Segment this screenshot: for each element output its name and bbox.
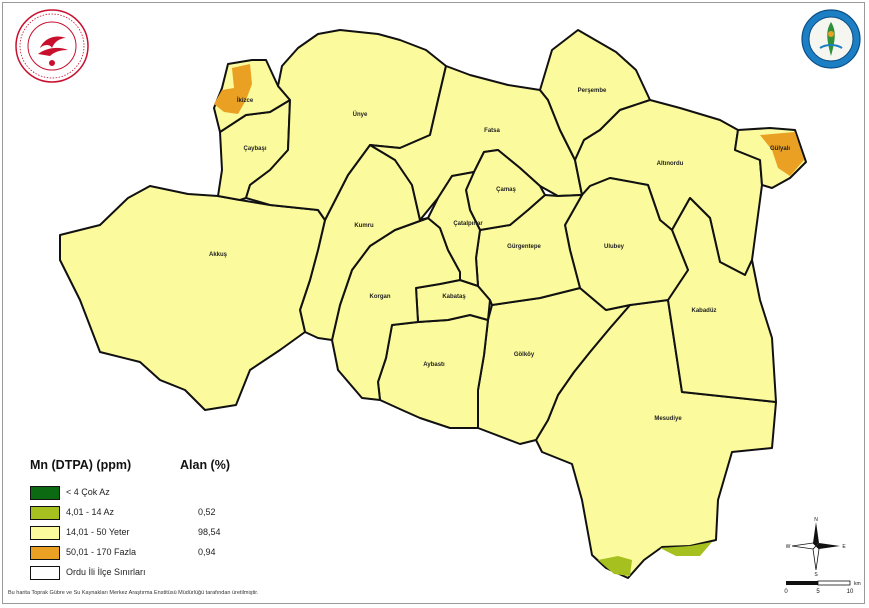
label-aybasti: Aybastı bbox=[423, 362, 445, 368]
legend-title: Mn (DTPA) (ppm) bbox=[30, 458, 132, 472]
label-fatsa: Fatsa bbox=[484, 128, 500, 134]
label-gurgentepe: Gürgentepe bbox=[507, 244, 541, 250]
label-ulubey: Ulubey bbox=[604, 244, 625, 250]
legend-row-boundary: Ordu İli İlçe Sınırları bbox=[30, 566, 270, 581]
district-aybasti[interactable] bbox=[377, 314, 489, 429]
legend: Mn (DTPA) (ppm) Alan (%) < 4 Çok Az 4,01… bbox=[30, 458, 270, 583]
legend-row-az: 4,01 - 14 Az 0,52 bbox=[30, 506, 270, 521]
legend-swatch-fazla bbox=[30, 546, 60, 560]
label-gulyali: Gülyalı bbox=[770, 146, 790, 152]
legend-label: 14,01 - 50 Yeter bbox=[66, 527, 130, 537]
scale-tick-0: 0 bbox=[784, 589, 788, 595]
legend-swatch-cok-az bbox=[30, 486, 60, 500]
legend-row-cok-az: < 4 Çok Az bbox=[30, 486, 270, 501]
ministry-logo bbox=[15, 9, 89, 83]
legend-area-title: Alan (%) bbox=[180, 458, 230, 472]
legend-swatch-boundary bbox=[30, 566, 60, 580]
label-caybasi: Çaybaşı bbox=[243, 146, 266, 152]
legend-row-yeter: 14,01 - 50 Yeter 98,54 bbox=[30, 526, 270, 541]
label-unye: Ünye bbox=[353, 111, 368, 118]
legend-value: 0,94 bbox=[198, 547, 216, 557]
legend-label: Ordu İli İlçe Sınırları bbox=[66, 567, 146, 577]
legend-value: 0,52 bbox=[198, 507, 216, 517]
legend-swatch-az bbox=[30, 506, 60, 520]
label-golkoy: Gölköy bbox=[514, 352, 535, 358]
scale-bar: 0 5 10 km bbox=[784, 580, 861, 595]
legend-label: < 4 Çok Az bbox=[66, 487, 110, 497]
legend-label: 50,01 - 170 Fazla bbox=[66, 547, 137, 557]
legend-value: 98,54 bbox=[198, 527, 221, 537]
scale-tick-10: 10 bbox=[847, 589, 854, 595]
label-camas: Çamaş bbox=[496, 187, 516, 193]
legend-swatch-yeter bbox=[30, 526, 60, 540]
label-kumru: Kumru bbox=[354, 223, 374, 229]
label-korgan: Korgan bbox=[370, 294, 391, 300]
label-kabaduz: Kabadüz bbox=[691, 308, 716, 314]
footer-credit: Bu harita Toprak Gübre ve Su Kaynakları … bbox=[8, 590, 259, 596]
compass-rose: N S E W bbox=[786, 517, 846, 576]
compass-n: N bbox=[814, 517, 818, 523]
label-catalpinar: Çatalpınar bbox=[453, 221, 483, 227]
district-akkus[interactable] bbox=[59, 185, 326, 411]
label-mesudiye: Mesudiye bbox=[654, 416, 682, 422]
label-kabatas: Kabataş bbox=[442, 294, 466, 300]
institute-logo bbox=[801, 9, 861, 69]
compass-w: W bbox=[786, 544, 791, 550]
district-catalpinar[interactable] bbox=[427, 171, 481, 287]
district-unye[interactable] bbox=[245, 29, 447, 221]
scale-unit: km bbox=[854, 581, 861, 587]
label-altinordu: Altınordu bbox=[657, 161, 684, 167]
compass-e: E bbox=[842, 544, 846, 550]
fazla-patch-ikizce bbox=[214, 64, 252, 114]
legend-label: 4,01 - 14 Az bbox=[66, 507, 115, 517]
label-persembe: Perşembe bbox=[578, 88, 607, 94]
label-ikizce: İkizce bbox=[237, 97, 254, 104]
scale-tick-5: 5 bbox=[816, 589, 820, 595]
legend-row-fazla: 50,01 - 170 Fazla 0,94 bbox=[30, 546, 270, 561]
compass-s: S bbox=[814, 572, 818, 576]
az-patch-south-1 bbox=[598, 556, 632, 576]
label-akkus: Akkuş bbox=[209, 252, 228, 258]
az-patch-south-2 bbox=[660, 542, 712, 556]
fazla-patch-gulyali bbox=[760, 132, 804, 176]
